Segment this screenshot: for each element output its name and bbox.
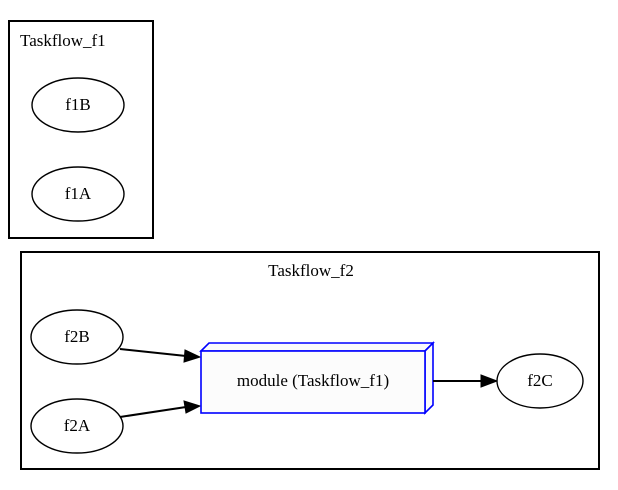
node-f2B-label: f2B <box>64 327 90 346</box>
node-f2B-shape[interactable] <box>30 309 124 365</box>
node-f1A-shape[interactable] <box>31 166 125 222</box>
module-box-front-face[interactable] <box>200 350 426 414</box>
cluster-f1-label: Taskflow_f1 <box>20 31 106 50</box>
node-f1B-shape[interactable] <box>31 77 125 133</box>
module-node-taskflow-f1[interactable]: module (Taskflow_f1) <box>199 341 435 415</box>
node-f2A-shape[interactable] <box>30 398 124 454</box>
cluster-f2-label: Taskflow_f2 <box>268 261 354 280</box>
node-f1B-label: f1B <box>65 95 91 114</box>
module-node-label: module (Taskflow_f1) <box>237 371 389 390</box>
node-f2C-shape[interactable] <box>496 353 584 409</box>
node-f2A-label: f2A <box>64 416 91 435</box>
edge-f2b-to-module-line <box>119 348 187 357</box>
edge-module-to-f2c-arrowhead <box>480 374 499 388</box>
module-box-top-face[interactable] <box>199 342 435 352</box>
module-box-right-face[interactable] <box>424 341 434 415</box>
edge-f2a-to-module-arrowhead <box>183 400 202 414</box>
edge-f2b-to-module <box>119 348 202 363</box>
edge-f2a-to-module-line <box>119 406 187 418</box>
node-f2B[interactable]: f2B <box>30 309 124 365</box>
edge-f2b-to-module-arrowhead <box>183 349 202 363</box>
edge-f2a-to-module <box>119 400 202 418</box>
node-f1A-label: f1A <box>65 184 92 203</box>
node-f2C[interactable]: f2C <box>496 353 584 409</box>
node-f1A[interactable]: f1A <box>31 166 125 222</box>
edge-module-to-f2c <box>433 374 499 388</box>
node-f1B[interactable]: f1B <box>31 77 125 133</box>
node-f2A[interactable]: f2A <box>30 398 124 454</box>
node-f2C-label: f2C <box>527 371 553 390</box>
